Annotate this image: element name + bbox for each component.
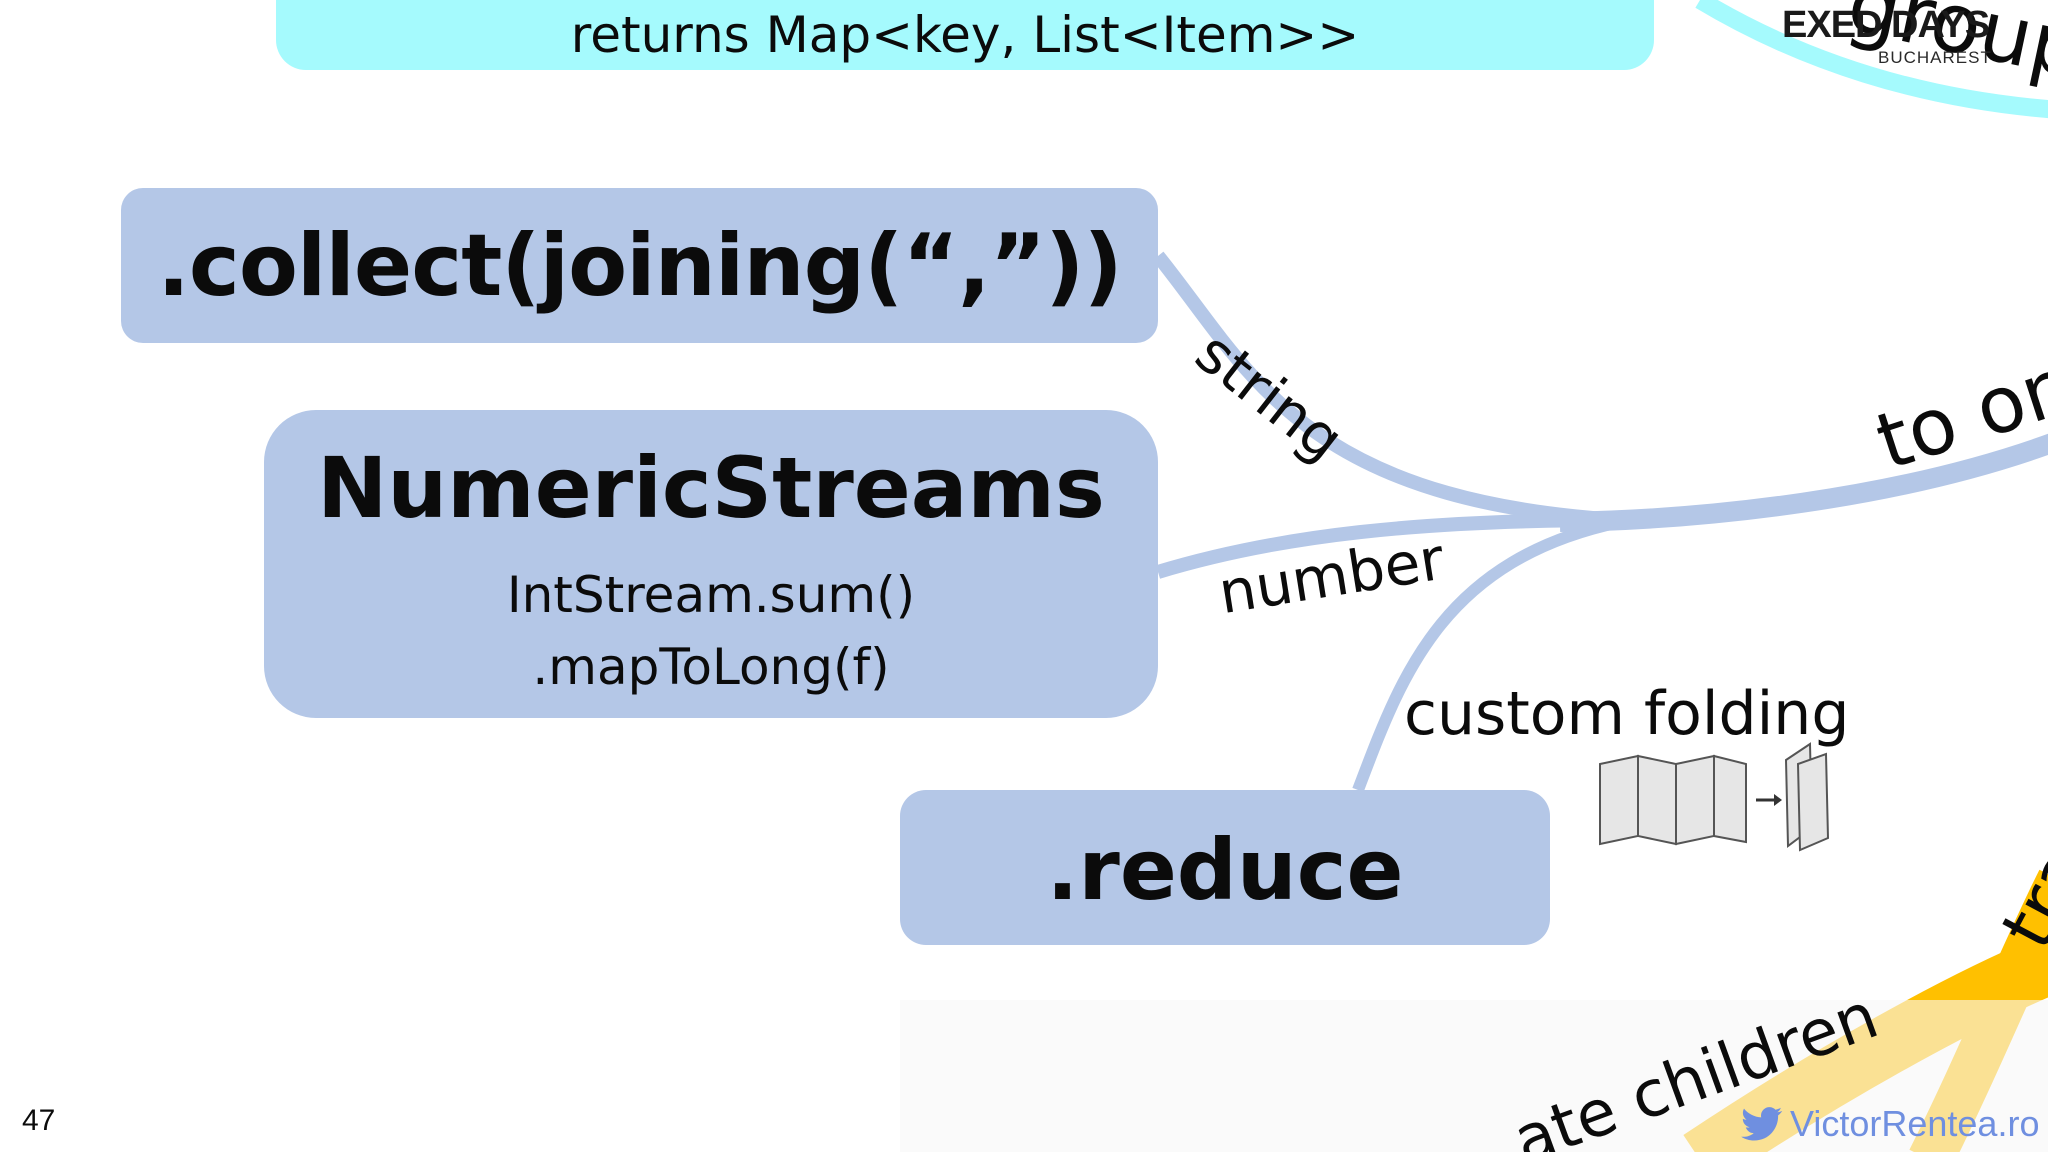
trunk-branch [1559, 433, 2048, 532]
reduce-branch [1352, 516, 1622, 793]
number-branch [1155, 513, 1621, 579]
folding-paper-icon [1599, 742, 1830, 852]
logo-sub-text: BUCHAREST [1878, 48, 1992, 67]
reduce-box: .reduce [900, 790, 1550, 945]
grouping-result-text: returns Map<key, List<Item>> [570, 6, 1360, 64]
edge-label-custom-folding: custom folding [1404, 679, 1850, 749]
collect-joining-box: .collect(joining(“,”)) [121, 188, 1158, 343]
group-branch [1695, 0, 2048, 119]
grouping-result-box: returns Map<key, List<Item>> [276, 0, 1654, 70]
numeric-streams-line-1: IntStream.sum() [506, 566, 916, 624]
numeric-streams-box: NumericStreams IntStream.sum() .mapToLon… [264, 410, 1158, 718]
reduce-text: .reduce [1046, 821, 1404, 919]
page-number: 47 [22, 1104, 56, 1137]
twitter-bird-icon [1741, 1107, 1783, 1141]
conference-logo: EXED DAYS BUCHAREST [1782, 0, 2042, 67]
collect-joining-text: .collect(joining(“,”)) [157, 216, 1123, 316]
numeric-streams-title: NumericStreams [317, 439, 1105, 537]
background-panel [900, 1000, 2048, 1152]
twitter-handle: VictorRentea.ro [1740, 1100, 2039, 1148]
numeric-streams-line-2: .mapToLong(f) [532, 638, 890, 696]
string-branch [1152, 251, 1621, 527]
logo-main-text: EXED DAYS [1782, 4, 1990, 46]
twitter-handle-text: VictorRentea.ro [1790, 1103, 2040, 1144]
